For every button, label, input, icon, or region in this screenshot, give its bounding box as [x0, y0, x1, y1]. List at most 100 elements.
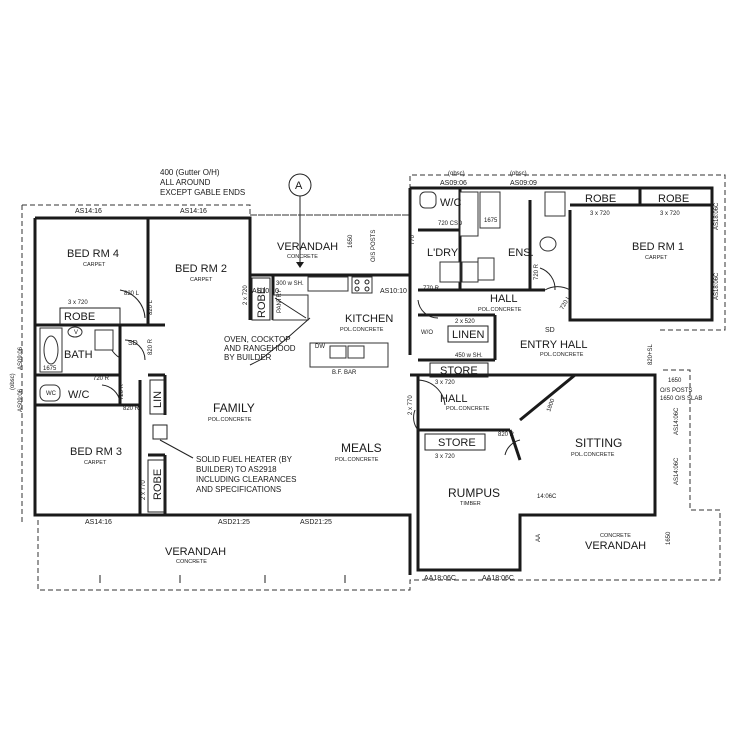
room-bed1: BED RM 1 CARPET	[632, 241, 684, 261]
svg-text:CARPET: CARPET	[84, 460, 107, 466]
svg-text:POL.CONCRETE: POL.CONCRETE	[208, 417, 252, 423]
appliances-note: OVEN, COCKTOP AND RANGEHOOD BY BUILDER	[224, 335, 296, 362]
svg-text:3 x 720: 3 x 720	[435, 380, 455, 386]
svg-text:CONCRETE: CONCRETE	[176, 559, 207, 565]
room-lin: LIN	[149, 379, 165, 415]
svg-text:ALL AROUND: ALL AROUND	[160, 178, 211, 187]
svg-text:14:06C: 14:06C	[537, 494, 557, 500]
svg-text:1650: 1650	[668, 378, 682, 384]
svg-text:2 x 770: 2 x 770	[408, 395, 414, 415]
svg-text:AS14:16: AS14:16	[75, 208, 102, 215]
room-wc-left: W/C	[68, 389, 89, 401]
svg-text:AS09:06: AS09:06	[18, 346, 24, 370]
svg-text:300 w SH.: 300 w SH.	[276, 281, 304, 287]
svg-text:AS09:06: AS09:06	[440, 180, 467, 187]
interior-walls	[35, 188, 712, 520]
svg-text:ASD21:25: ASD21:25	[300, 519, 332, 526]
svg-text:BY BUILDER: BY BUILDER	[224, 353, 272, 362]
svg-text:820 R: 820 R	[498, 432, 515, 438]
svg-text:AS14:06C: AS14:06C	[674, 457, 680, 485]
svg-text:770: 770	[410, 234, 416, 245]
svg-text:1800: 1800	[546, 397, 556, 412]
svg-text:FAMILY: FAMILY	[213, 401, 255, 415]
symbols: SD SD DW WC V	[46, 327, 555, 397]
svg-text:1650: 1650	[348, 234, 354, 248]
svg-text:VERANDAH: VERANDAH	[165, 546, 226, 558]
svg-text:TIMBER: TIMBER	[460, 501, 481, 507]
svg-text:AS10:10: AS10:10	[380, 288, 407, 295]
svg-text:POL.CONCRETE: POL.CONCRETE	[478, 307, 522, 313]
dimension-labels: 3 x 720 3 x 720 3 x 720 3 x 720 3 x 720 …	[10, 211, 702, 545]
room-verandah-top: VERANDAH CONCRETE	[277, 241, 338, 260]
room-linen: LINEN	[447, 325, 489, 343]
svg-text:HALL: HALL	[440, 393, 468, 405]
svg-text:ROBE: ROBE	[152, 469, 164, 500]
svg-text:AA: AA	[536, 534, 542, 542]
svg-text:DW: DW	[315, 344, 325, 350]
room-rumpus: RUMPUS TIMBER	[448, 486, 500, 507]
svg-text:BED RM 2: BED RM 2	[175, 263, 227, 275]
svg-text:POL.CONCRETE: POL.CONCRETE	[446, 406, 490, 412]
svg-text:820 R: 820 R	[123, 406, 140, 412]
svg-text:3 x 720: 3 x 720	[590, 211, 610, 217]
svg-text:AS18:06C: AS18:06C	[714, 202, 720, 230]
svg-text:A: A	[295, 180, 303, 192]
svg-text:820 L: 820 L	[148, 299, 154, 315]
svg-text:ROBE: ROBE	[585, 193, 616, 205]
room-verandah-bottom: VERANDAH CONCRETE	[165, 546, 226, 565]
svg-text:SD: SD	[128, 340, 138, 347]
svg-text:OVEN, COCKTOP: OVEN, COCKTOP	[224, 335, 291, 344]
room-meals: MEALS POL.CONCRETE	[335, 441, 382, 463]
svg-text:MEALS: MEALS	[341, 441, 382, 455]
room-hall-top: HALL POL.CONCRETE	[478, 293, 522, 313]
svg-text:VERANDAH: VERANDAH	[585, 540, 646, 552]
svg-text:2 x 720: 2 x 720	[243, 285, 249, 305]
svg-text:STORE: STORE	[438, 437, 476, 449]
svg-text:(obsc): (obsc)	[10, 373, 16, 390]
svg-text:B.F. BAR: B.F. BAR	[332, 370, 357, 376]
svg-text:O/S POSTS: O/S POSTS	[371, 230, 377, 262]
svg-text:KITCHEN: KITCHEN	[345, 313, 393, 325]
svg-text:820 L: 820 L	[124, 291, 140, 297]
room-robe-bed3: ROBE	[147, 459, 166, 513]
svg-text:820 R: 820 R	[148, 338, 154, 355]
svg-text:AS14:16: AS14:16	[180, 208, 207, 215]
svg-text:2 x 770: 2 x 770	[141, 480, 147, 500]
kitchen-fixtures	[249, 276, 389, 368]
room-hall-mid: HALL POL.CONCRETE	[440, 393, 490, 412]
room-bed4: BED RM 4 CARPET	[67, 248, 119, 268]
svg-text:SITTING: SITTING	[575, 436, 622, 450]
svg-text:720 R: 720 R	[534, 263, 540, 280]
svg-text:720 R: 720 R	[119, 383, 125, 400]
svg-text:CARPET: CARPET	[83, 262, 106, 268]
svg-text:(obsc): (obsc)	[448, 171, 465, 177]
svg-text:CARPET: CARPET	[190, 277, 213, 283]
svg-text:LINEN: LINEN	[452, 329, 484, 341]
room-family: FAMILY POL.CONCRETE	[208, 401, 255, 423]
svg-text:POL.CONCRETE: POL.CONCRETE	[335, 457, 379, 463]
svg-text:EXCEPT GABLE ENDS: EXCEPT GABLE ENDS	[160, 188, 245, 197]
svg-text:INCLUDING CLEARANCES: INCLUDING CLEARANCES	[196, 475, 296, 484]
svg-text:CONCRETE: CONCRETE	[287, 254, 318, 260]
svg-text:3 x 720: 3 x 720	[435, 454, 455, 460]
gutter-note: 400 (Gutter O/H) ALL AROUND EXCEPT GABLE…	[160, 168, 245, 197]
room-store-rumpus: STORE	[424, 433, 486, 451]
svg-text:820+SL: 820+SL	[648, 343, 654, 365]
section-marker: A	[288, 173, 312, 268]
svg-text:VERANDAH: VERANDAH	[277, 241, 338, 253]
room-kitchen: KITCHEN POL.CONCRETE	[340, 313, 393, 333]
svg-text:CARPET: CARPET	[645, 255, 668, 261]
svg-text:1650: 1650	[666, 531, 672, 545]
room-ens: ENS.	[508, 247, 534, 259]
room-verandah-right: CONCRETE VERANDAH	[585, 533, 646, 552]
room-robe-bed1a: ROBE	[585, 193, 616, 205]
room-robe-bed1b: ROBE	[658, 193, 689, 205]
svg-text:1675: 1675	[43, 366, 57, 372]
svg-text:AND SPECIFICATIONS: AND SPECIFICATIONS	[196, 485, 281, 494]
heater-note: SOLID FUEL HEATER (BY BUILDER) TO AS2918…	[152, 424, 296, 494]
svg-text:AND RANGEHOOD: AND RANGEHOOD	[224, 344, 296, 353]
room-store-mid: STORE	[429, 362, 489, 378]
svg-text:AS09:09: AS09:09	[510, 180, 537, 187]
svg-text:STORE: STORE	[440, 365, 478, 377]
svg-text:LIN: LIN	[152, 391, 164, 408]
